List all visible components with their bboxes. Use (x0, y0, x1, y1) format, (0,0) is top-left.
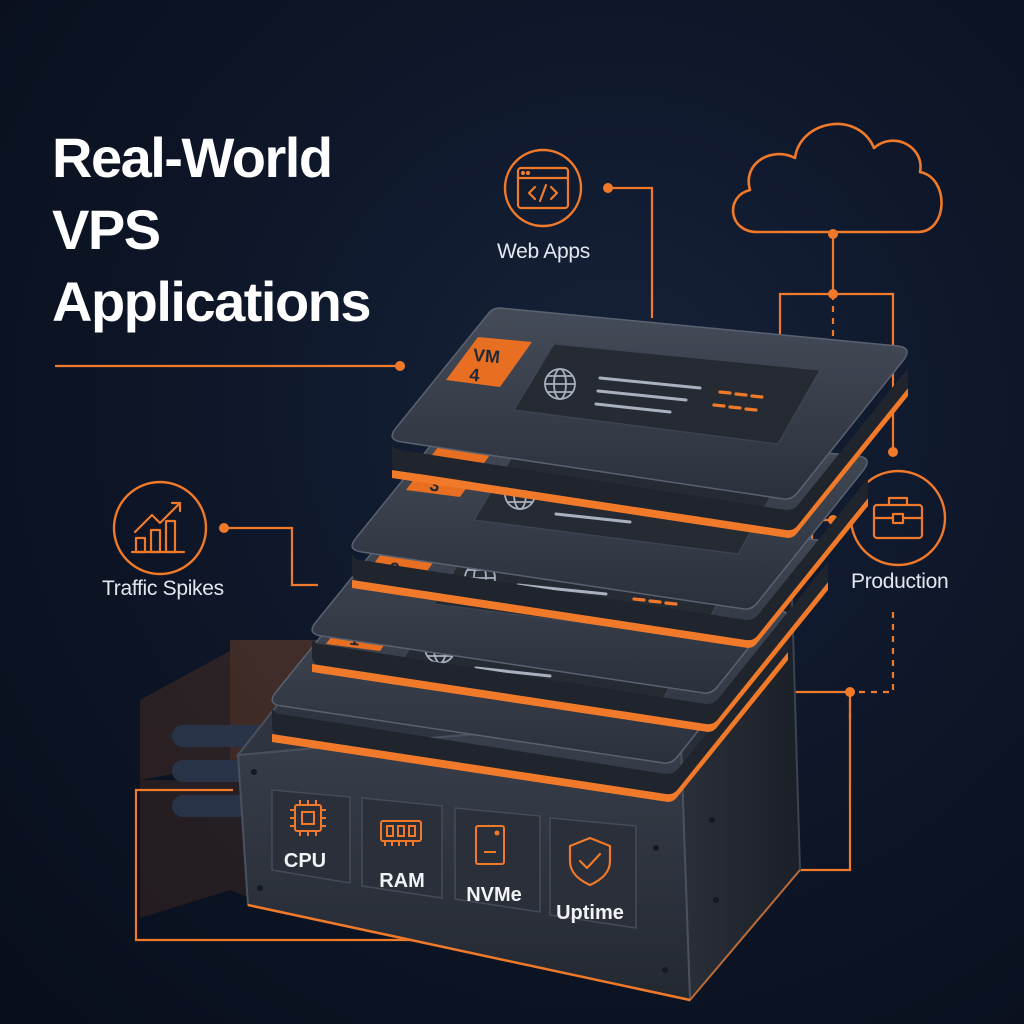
nvme-drive-icon (475, 825, 505, 865)
web-apps-node (503, 148, 583, 228)
nvme-label: NVMe (466, 884, 522, 906)
production-label: Production (851, 570, 949, 593)
briefcase-icon (872, 496, 924, 540)
vm-3-number: 3 (429, 475, 441, 496)
shield-check-icon (568, 836, 612, 887)
resource-module-nvme: NVMe (454, 807, 541, 913)
growth-chart-icon (130, 501, 186, 554)
ram-module-icon (380, 820, 422, 846)
vm-4-number: 4 (469, 365, 481, 386)
title-line-3: Applications (52, 270, 372, 333)
vm-4-status-leds (712, 390, 764, 412)
vm-4-info-lines (594, 376, 702, 414)
ram-label: RAM (379, 870, 425, 892)
cloud-icon (731, 122, 943, 234)
vm-slab-4: VM 4 (391, 307, 908, 538)
resource-module-ram: RAM (361, 797, 443, 899)
code-window-icon (516, 166, 570, 210)
title-line-2: VPS (52, 198, 161, 261)
uptime-label: Uptime (556, 902, 624, 924)
web-apps-label: Web Apps (497, 240, 590, 263)
traffic-spikes-node (112, 480, 208, 576)
vm-4-globe-icon (544, 368, 576, 400)
cpu-chip-icon (290, 800, 326, 836)
page-title: Real-World VPS Applications (52, 122, 372, 338)
traffic-spikes-label: Traffic Spikes (102, 577, 224, 600)
resource-module-uptime: Uptime (549, 817, 637, 929)
title-line-1: Real-World (52, 126, 333, 189)
cpu-label: CPU (284, 850, 326, 872)
resource-module-cpu: CPU (271, 789, 351, 884)
vm-4-name: VM (472, 345, 501, 367)
